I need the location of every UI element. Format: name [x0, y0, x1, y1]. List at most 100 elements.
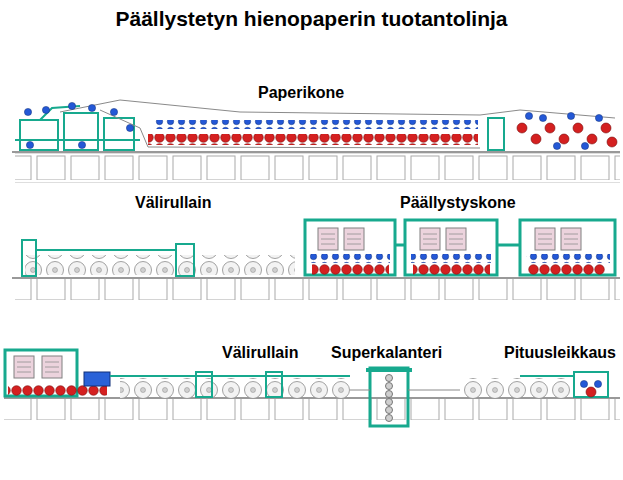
drawing-part: [520, 220, 615, 275]
drawing-part: [539, 114, 546, 121]
drawing-part: [580, 380, 587, 387]
wire-section-frame: [15, 106, 140, 150]
drawing-part: [553, 142, 560, 149]
blue-rolls: [24, 102, 133, 148]
drawing-part: [559, 134, 569, 144]
guide-rolls: [310, 254, 390, 263]
drawing-part: [110, 375, 350, 377]
drawing-part: [520, 375, 574, 377]
drawing-part: [446, 228, 466, 250]
drawing-part: [42, 106, 49, 113]
drawing-part: [574, 372, 608, 397]
drawing-part: [64, 113, 98, 150]
drawing-part: [607, 137, 617, 147]
section-label: Paperikone: [256, 83, 346, 102]
drawing-part: [535, 228, 555, 250]
drawing-part: [318, 228, 338, 250]
unwind-frames: [22, 240, 194, 276]
paper-rolls: [460, 378, 570, 398]
drawing-part: [100, 110, 480, 148]
section-label: Välirullain: [220, 343, 300, 362]
calender-reel-rolls: [517, 112, 617, 149]
drawing-part: [36, 249, 176, 251]
drying-cylinders: [8, 385, 107, 396]
drawing-part: [386, 391, 393, 398]
drawing-part: [601, 123, 611, 133]
foundation: [15, 279, 620, 301]
drawing-part: [587, 134, 597, 144]
drying-cylinders: [528, 264, 605, 275]
title: Päällystetyn hienopaperin tuotantolinja: [0, 6, 623, 31]
drawing-part: [561, 228, 581, 250]
drawing-part: [595, 114, 602, 121]
drawing-part: [386, 375, 393, 382]
drawing-part: [344, 228, 364, 250]
drawing-part: [386, 415, 393, 422]
drawing-part: [386, 399, 393, 406]
paper-rolls: [120, 378, 350, 398]
drawing-part: [488, 118, 504, 150]
drawing-part: [68, 102, 75, 109]
drawing-part: [26, 141, 33, 148]
drawing-part: [408, 390, 460, 391]
drawing-part: [480, 110, 615, 118]
drawing-part: [420, 228, 440, 250]
dryer-cylinders: [148, 134, 478, 145]
supercalender: [350, 368, 460, 426]
foundation: [4, 399, 620, 421]
floor-line: [12, 151, 620, 153]
drawing-part: [405, 220, 497, 275]
drawing-part: [88, 104, 95, 111]
drawing-part: [22, 240, 36, 276]
paper-machine: [12, 100, 620, 183]
guide-rolls: [526, 254, 610, 263]
felt-lines: [60, 100, 615, 148]
drawing-part: [545, 123, 555, 133]
drawing-part: [581, 142, 588, 149]
drawing-part: [350, 390, 370, 391]
section-label: Välirullain: [133, 193, 213, 212]
drawing-part: [573, 123, 583, 133]
drawing-part: [42, 356, 62, 378]
drawing-part: [370, 368, 408, 426]
drawing-part: [15, 139, 140, 141]
drawing-part: [366, 368, 412, 372]
foundation: [15, 153, 620, 183]
drawing-part: [126, 124, 133, 131]
drawing-part: [78, 141, 85, 148]
drawing-part: [20, 120, 58, 150]
slitter-frame: [520, 372, 608, 397]
dryer-felt-rolls: [153, 120, 478, 129]
drawing-part: [14, 356, 34, 378]
drying-cylinders: [413, 264, 490, 275]
drawing-part: [24, 108, 31, 115]
drawing-part: [386, 383, 393, 390]
section-label: Pituusleikkaus: [502, 343, 618, 362]
drawing-part: [531, 134, 541, 144]
paper-rolls: [25, 255, 295, 275]
section-label: Superkalanteri: [329, 343, 444, 362]
drawing-part: [110, 108, 117, 115]
coating-line: [12, 220, 620, 301]
size-press-frame: [488, 118, 504, 150]
drying-cylinders: [312, 264, 389, 275]
drawing-part: [305, 220, 395, 275]
dryer-hoods: [318, 228, 581, 250]
drawing-part: [386, 407, 393, 414]
coater-frames: [305, 220, 615, 275]
drawing-part: [517, 123, 527, 133]
drawing-part: [586, 387, 596, 397]
unwind-frames: [110, 372, 350, 397]
drawing-part: [594, 380, 601, 387]
guide-rolls: [411, 254, 491, 263]
drawing-part: [176, 244, 194, 276]
section-label: Päällystyskone: [398, 193, 518, 212]
floor-line: [12, 277, 620, 279]
drawing-part: [60, 100, 480, 115]
reel-unit: [84, 372, 110, 386]
drawing-part: [567, 112, 574, 119]
drawing-part: [525, 112, 532, 119]
